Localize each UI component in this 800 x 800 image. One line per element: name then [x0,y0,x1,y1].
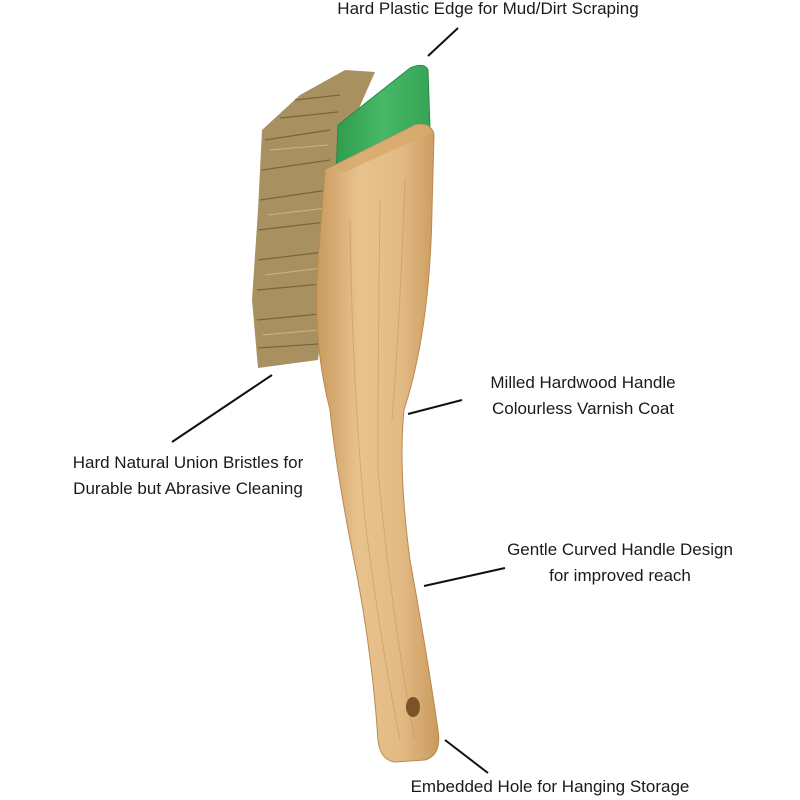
callout-handle-material-line2: Colourless Varnish Coat [491,399,675,418]
callout-hole-line1: Embedded Hole for Hanging Storage [410,777,690,796]
callout-scraper-line1: Hard Plastic Edge for Mud/Dirt Scraping [337,0,639,18]
callout-handle-shape: Gentle Curved Handle Design for improved… [470,537,770,589]
callout-handle-material: Milled Hardwood Handle Colourless Varnis… [448,370,718,422]
callout-scraper: Hard Plastic Edge for Mud/Dirt Scraping [278,0,698,22]
callout-bristles-line2: Durable but Abrasive Cleaning [73,479,303,498]
callout-bristles-line1: Hard Natural Union Bristles for [72,453,304,472]
callout-handle-shape-line2: for improved reach [549,566,691,585]
hanging-hole [406,697,420,717]
leader-lines [171,27,506,774]
callout-hole: Embedded Hole for Hanging Storage [360,774,740,800]
callout-bristles: Hard Natural Union Bristles for Durable … [28,450,348,502]
callout-handle-material-line1: Milled Hardwood Handle [490,373,676,392]
callout-handle-shape-line1: Gentle Curved Handle Design [507,540,733,559]
